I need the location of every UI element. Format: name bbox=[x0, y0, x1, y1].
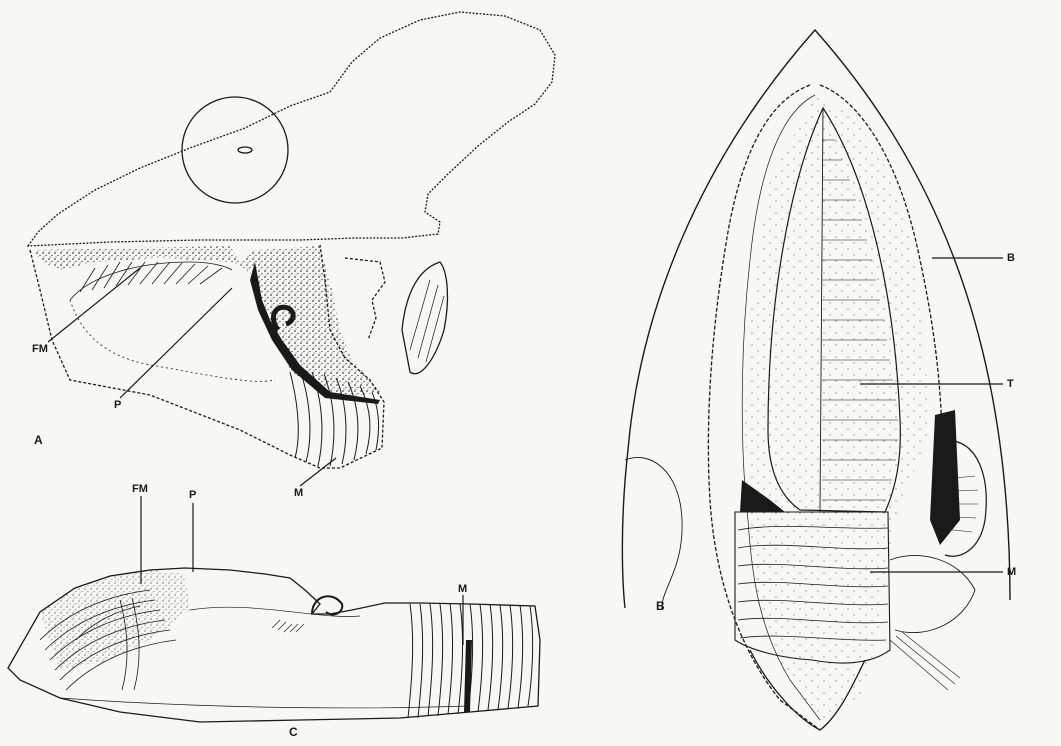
panel-b-shadow-right bbox=[930, 410, 960, 545]
panel-a-inner-outline bbox=[70, 300, 275, 381]
panel-c-leaders bbox=[141, 496, 463, 645]
panel-b-left-edge bbox=[622, 450, 628, 608]
panel-b-mantle-stipple bbox=[745, 95, 930, 725]
panel-a-drawing bbox=[28, 12, 555, 486]
label-b-t: T bbox=[1007, 379, 1014, 390]
panel-b-right-fold bbox=[890, 555, 975, 632]
label-b-m: M bbox=[1007, 567, 1016, 578]
panel-b-fibers bbox=[890, 632, 960, 690]
label-a-m: M bbox=[294, 488, 303, 499]
panel-a-fin bbox=[402, 262, 447, 374]
label-c-fm: FM bbox=[132, 484, 148, 495]
panel-label-b: B bbox=[656, 600, 665, 612]
label-b-b: B bbox=[1007, 253, 1015, 264]
panel-c-base-line bbox=[60, 698, 470, 708]
panel-c-hook bbox=[312, 596, 342, 614]
panel-a-shell-outline bbox=[28, 12, 555, 246]
panel-a-funnel-stipple bbox=[32, 246, 380, 400]
panel-label-a: A bbox=[34, 434, 43, 446]
panel-b-drawing bbox=[622, 30, 1010, 730]
label-c-m: M bbox=[458, 584, 467, 595]
panel-label-c: C bbox=[289, 726, 298, 738]
panel-b-tentacle bbox=[625, 458, 682, 611]
panel-c-drawing bbox=[8, 496, 540, 722]
panel-a-arm bbox=[345, 258, 385, 340]
panel-a-pupil bbox=[238, 147, 252, 153]
panel-a-fin-lines bbox=[410, 280, 444, 362]
panel-a-funnel-striations bbox=[70, 262, 232, 300]
label-a-fm: FM bbox=[32, 344, 48, 355]
panel-c-dark-band bbox=[464, 640, 472, 712]
panel-c-hatch bbox=[272, 620, 304, 632]
label-a-p: P bbox=[114, 400, 121, 411]
label-c-p: P bbox=[189, 490, 196, 501]
panel-a-eye bbox=[182, 97, 288, 203]
